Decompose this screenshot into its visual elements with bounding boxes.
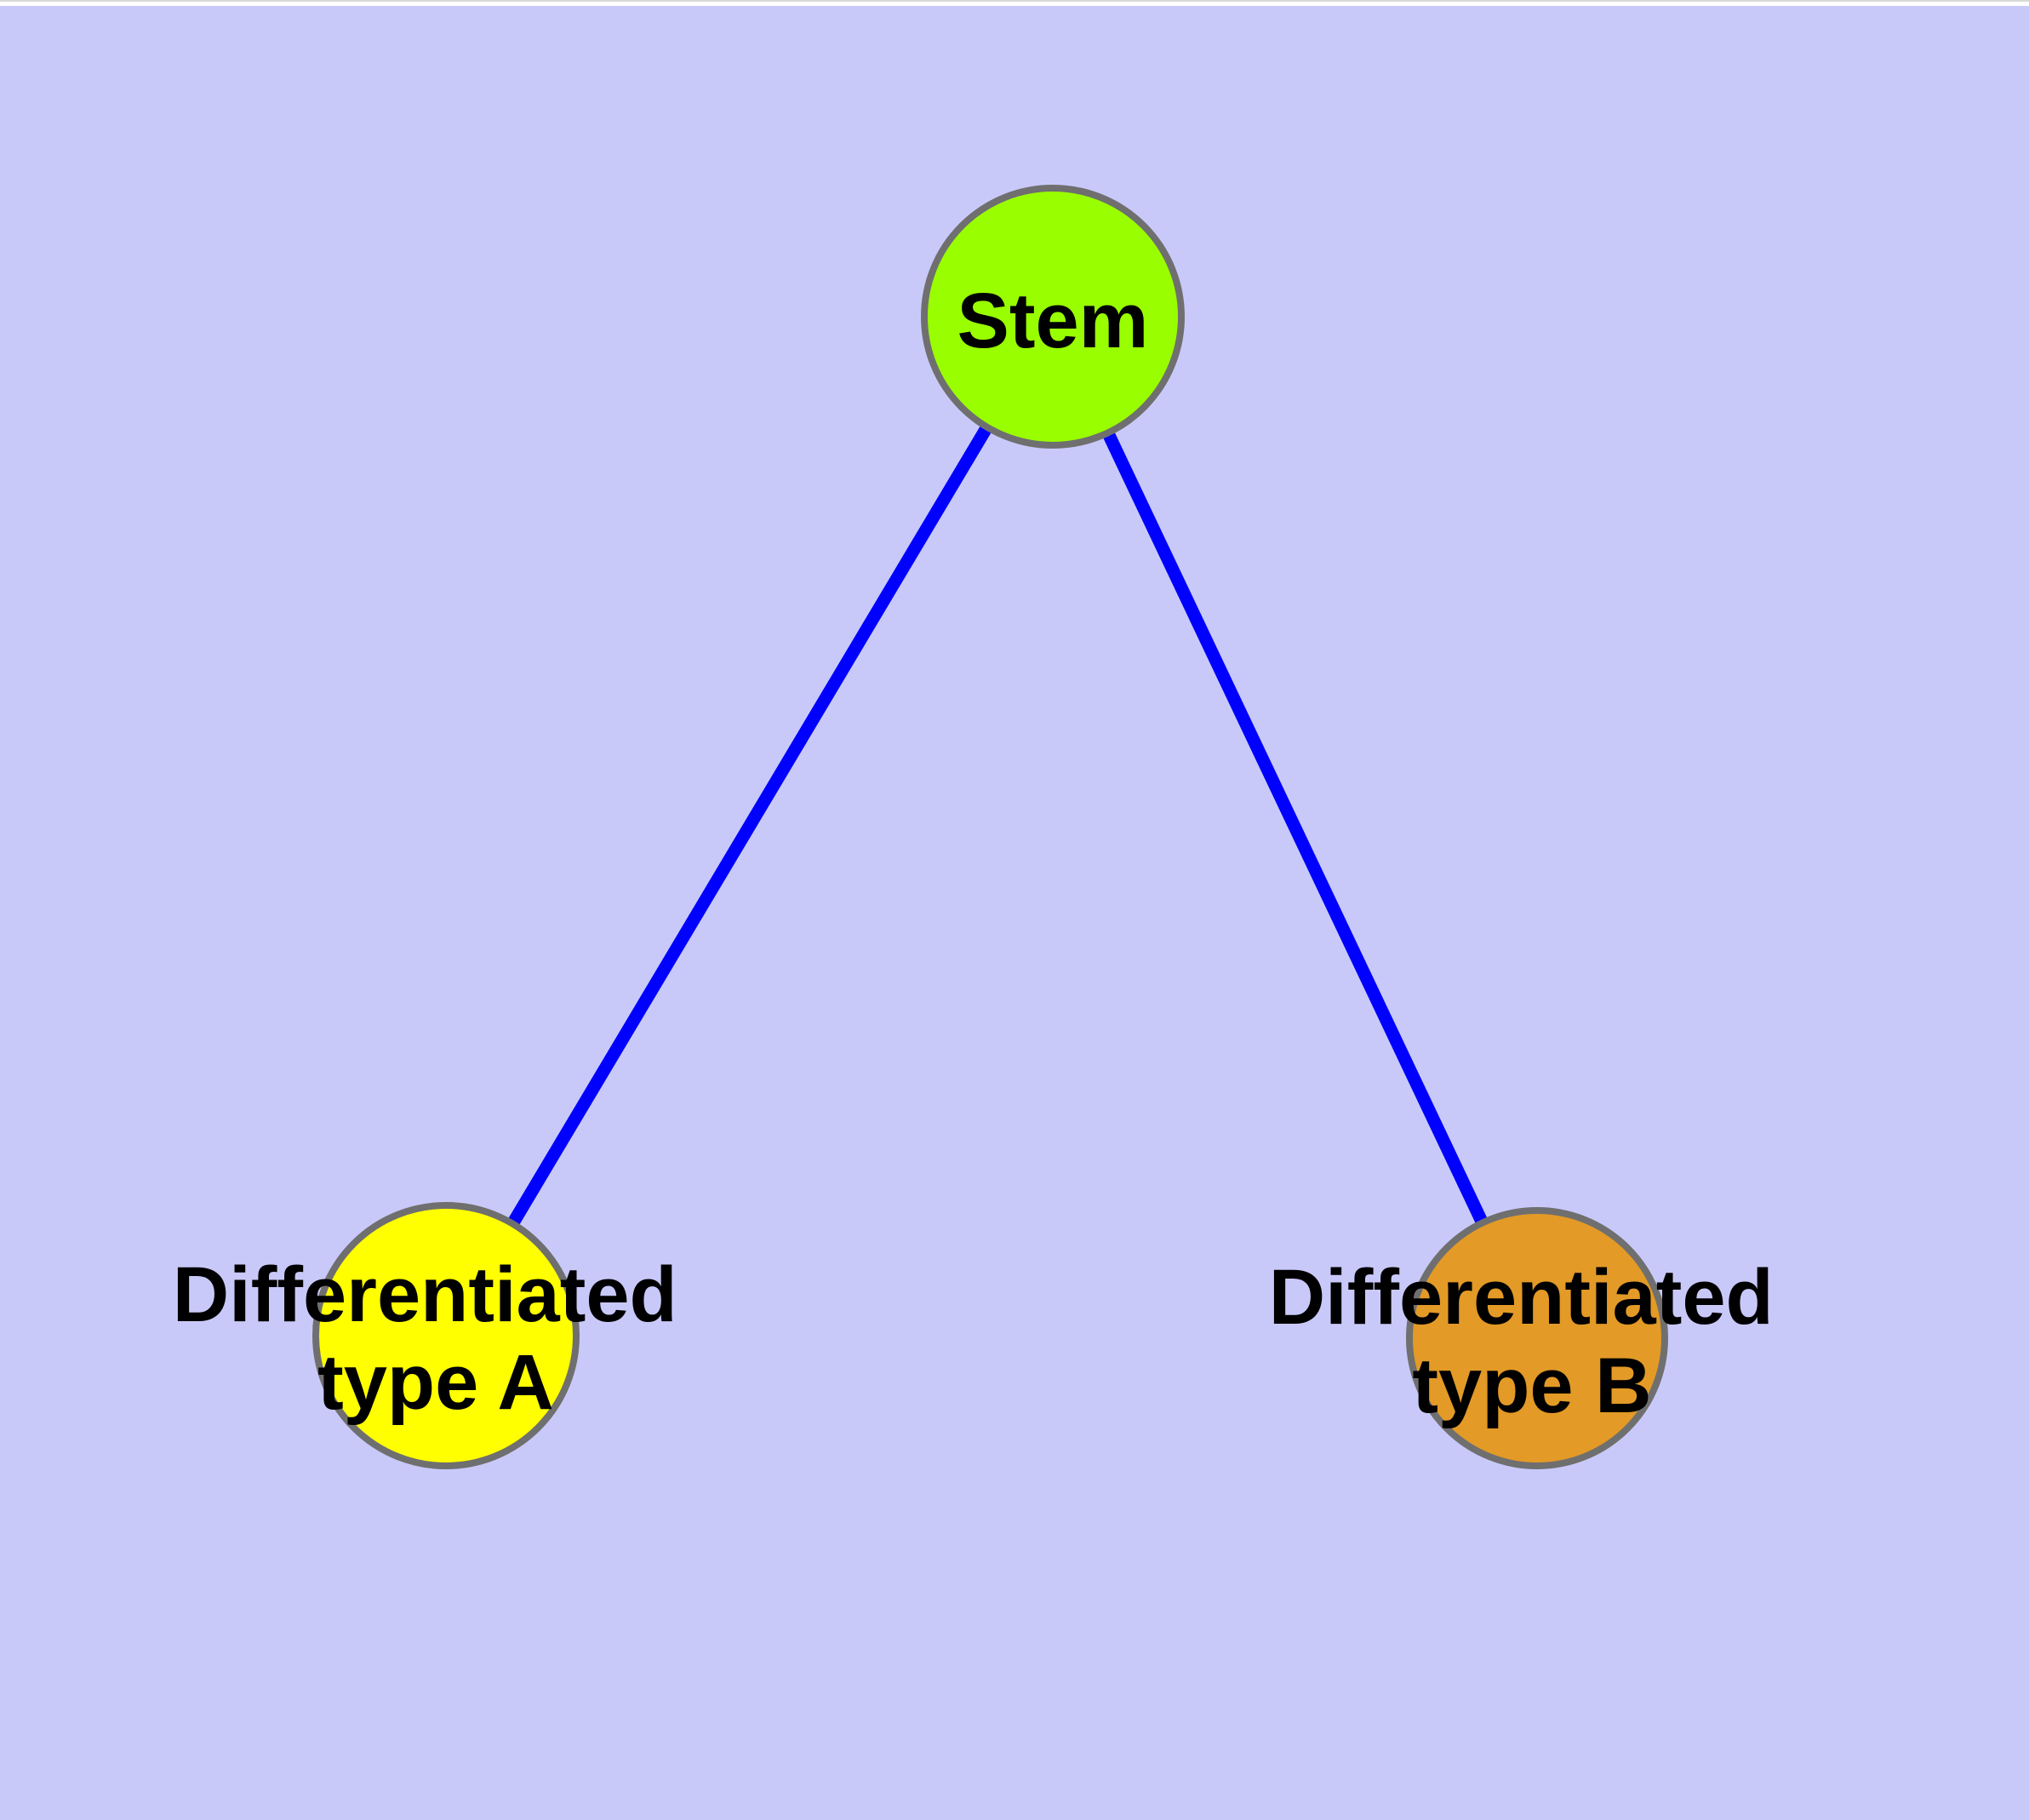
window-top-border (0, 0, 2029, 2)
node-differentiated-type-a-label-line1: Differentiated (173, 1251, 677, 1338)
node-stem-label: Stem (957, 278, 1149, 364)
window-top-strip (0, 2, 2029, 6)
node-differentiated-type-a[interactable] (312, 1202, 580, 1469)
node-stem[interactable] (921, 185, 1185, 449)
node-differentiated-type-a-label: Differentiated type A (173, 1251, 700, 1426)
edge-stem-to-type-a (440, 313, 1059, 1339)
node-differentiated-type-b[interactable] (1406, 1207, 1668, 1469)
edge-stem-to-type-b (1047, 313, 1543, 1342)
node-differentiated-type-b-label-line2: type B (1412, 1342, 1651, 1429)
node-differentiated-type-b-label: Differentiated type B (1269, 1254, 1796, 1429)
node-differentiated-type-a-label-line2: type A (317, 1339, 554, 1426)
node-differentiated-type-b-label-line1: Differentiated (1269, 1254, 1774, 1341)
